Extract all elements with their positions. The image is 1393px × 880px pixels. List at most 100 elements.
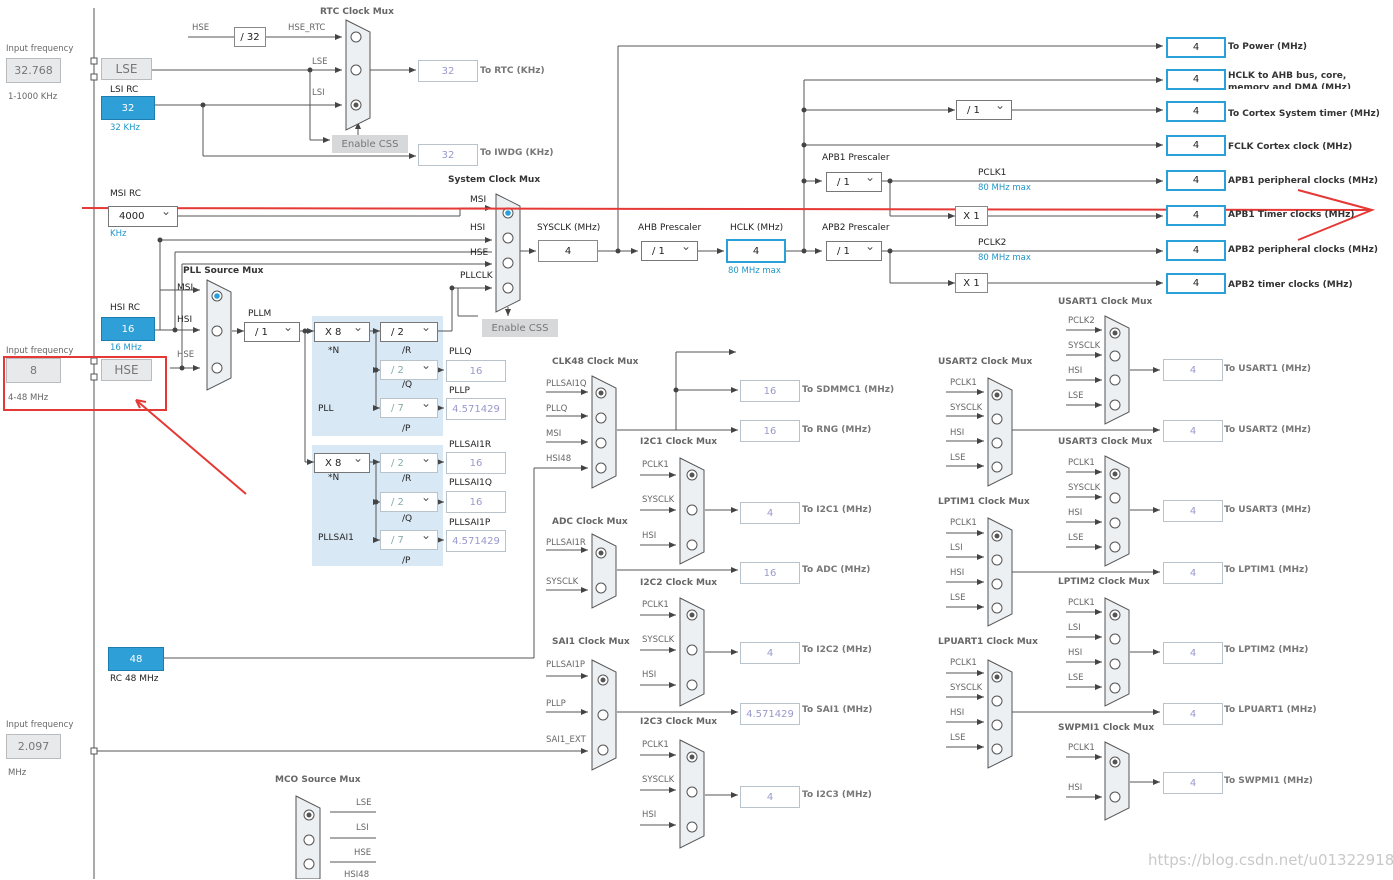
pll-src-msi-label: MSI (177, 283, 194, 293)
lpuart1-in-3: LSE (950, 733, 966, 743)
cortex-label: To Cortex System timer (MHz) (1228, 109, 1380, 119)
sai1-mux-title: SAI1 Clock Mux (552, 637, 630, 647)
adc-in-1: SYSCLK (546, 577, 579, 587)
usart2-in-3: LSE (950, 453, 966, 463)
lse-input-label: Input frequency (6, 44, 74, 54)
usart1-in-0: PCLK2 (1068, 316, 1095, 326)
pllsai1p-select[interactable]: / 7 (380, 528, 438, 550)
msi-rc-label: MSI RC (110, 189, 142, 199)
cortex-value[interactable]: 4 (1166, 101, 1226, 122)
usart2-value: 4 (1163, 420, 1223, 442)
hsi-unit: 16 MHz (110, 343, 142, 353)
pllsai1r-div-label: /R (402, 474, 412, 484)
apb2-prescaler-label: APB2 Prescaler (822, 223, 890, 233)
sysmux-hsi-label: HSI (470, 223, 486, 233)
pllsai1p-div-label: /P (402, 556, 411, 566)
hclk-value[interactable]: 4 (726, 239, 786, 263)
mco-in-2: HSE (354, 848, 372, 858)
lsi-rc-label: LSI RC (110, 85, 139, 95)
apb2-label: APB2 peripheral clocks (MHz) (1228, 245, 1378, 255)
lsi-unit: 32 KHz (110, 123, 140, 133)
pllr-select[interactable]: / 2 (380, 320, 438, 342)
i2c2-value: 4 (740, 642, 800, 664)
lpuart1-value: 4 (1163, 703, 1223, 725)
pclk1-label: PCLK1 (978, 168, 1007, 178)
lptim1-label: To LPTIM1 (MHz) (1224, 565, 1309, 575)
lptim1-in-0: PCLK1 (950, 518, 977, 528)
red-arrow-line (81, 207, 1371, 211)
hse-source: HSE (101, 359, 152, 381)
usart1-in-1: SYSCLK (1068, 341, 1101, 351)
sai1-label: To SAI1 (MHz) (802, 705, 873, 715)
ahb-prescaler-select[interactable]: / 1 (641, 239, 698, 261)
i2c1-in-0: PCLK1 (642, 460, 669, 470)
fclk-value[interactable]: 4 (1166, 135, 1226, 156)
usart2-in-1: SYSCLK (950, 403, 983, 413)
hse-input-frequency[interactable]: 8 (6, 358, 61, 383)
lpuart1-in-1: SYSCLK (950, 683, 983, 693)
pllsai1r-label: PLLSAI1R (449, 440, 492, 450)
rtc-enable-css-button[interactable]: Enable CSS (332, 135, 408, 153)
swpmi1-value: 4 (1163, 772, 1223, 794)
swpmi1-in-0: PCLK1 (1068, 743, 1095, 753)
lptim2-in-2: HSI (1068, 648, 1083, 658)
lptim1-in-1: LSI (950, 543, 963, 553)
usart1-in-2: HSI (1068, 366, 1083, 376)
plln-select[interactable]: X 8 (314, 320, 370, 342)
lptim2-value: 4 (1163, 642, 1223, 664)
iwdg-output: 32 (418, 144, 478, 166)
usart2-label: To USART2 (MHz) (1224, 425, 1312, 435)
pllsai1n-select[interactable]: X 8 (314, 451, 370, 473)
sai1-in-2: SAI1_EXT (546, 735, 586, 745)
apb1-value[interactable]: 4 (1166, 170, 1226, 191)
rtc-mux-title: RTC Clock Mux (320, 7, 394, 17)
apb2-value[interactable]: 4 (1166, 240, 1226, 261)
pll-src-hsi-label: HSI (177, 315, 193, 325)
apb2-prescaler-select[interactable]: / 1 (826, 239, 882, 261)
apb2-timer-value[interactable]: 4 (1166, 273, 1226, 294)
hclk-max: 80 MHz max (728, 266, 781, 276)
lse-input-frequency[interactable]: 32.768 (6, 58, 61, 83)
pllsai1p-label: PLLSAI1P (449, 518, 491, 528)
apb1-prescaler-select[interactable]: / 1 (826, 170, 882, 192)
watermark: https://blog.csdn.net/u013229188 (1148, 851, 1393, 869)
i2c3-in-0: PCLK1 (642, 740, 669, 750)
sai1-in-1: PLLP (546, 699, 566, 709)
pllsai1p-value: 4.571429 (446, 530, 506, 552)
pllm-select[interactable]: / 1 (244, 320, 300, 342)
i2c3-value: 4 (740, 786, 800, 808)
pllp-select[interactable]: / 7 (380, 396, 438, 418)
sys-enable-css-button[interactable]: Enable CSS (482, 319, 558, 337)
lptim1-in-3: LSE (950, 593, 966, 603)
apb1-prescaler-label: APB1 Prescaler (822, 153, 890, 163)
pllsai1-label: PLLSAI1 (318, 533, 354, 543)
i2c1-mux-title: I2C1 Clock Mux (640, 437, 718, 447)
rng-value: 16 (740, 420, 800, 442)
pllq-select[interactable]: / 2 (380, 358, 438, 380)
power-value[interactable]: 4 (1166, 37, 1226, 58)
rtc-output: 32 (418, 60, 478, 82)
pll-src-hse-label: HSE (177, 350, 195, 360)
i2c1-in-1: SYSCLK (642, 495, 675, 505)
ahb-value[interactable]: 4 (1166, 69, 1226, 90)
msi-select[interactable]: 4000 (108, 204, 178, 227)
ext-input-frequency[interactable]: 2.097 (6, 734, 61, 759)
sysclk-value: 4 (538, 240, 598, 262)
apb2-timer-label: APB2 timer clocks (MHz) (1228, 280, 1353, 290)
mco-in-0: LSE (356, 798, 372, 808)
pllp-label: PLLP (449, 386, 470, 396)
sysmux-hse-label: HSE (470, 248, 489, 258)
sdmmc-label: To SDMMC1 (MHz) (802, 385, 895, 395)
rc48-label: RC 48 MHz (110, 674, 159, 684)
usart1-in-3: LSE (1068, 391, 1084, 401)
cortex-divider-select[interactable]: / 1 (956, 98, 1012, 120)
pllsai1r-select[interactable]: / 2 (380, 451, 438, 473)
apb1-timer-value[interactable]: 4 (1166, 205, 1226, 226)
lpuart1-in-0: PCLK1 (950, 658, 977, 668)
pllsai1q-select[interactable]: / 2 (380, 490, 438, 512)
usart1-mux-title: USART1 Clock Mux (1058, 297, 1153, 307)
usart2-in-2: HSI (950, 428, 965, 438)
lptim2-mux-title: LPTIM2 Clock Mux (1058, 577, 1150, 587)
ext-unit: MHz (8, 768, 27, 778)
